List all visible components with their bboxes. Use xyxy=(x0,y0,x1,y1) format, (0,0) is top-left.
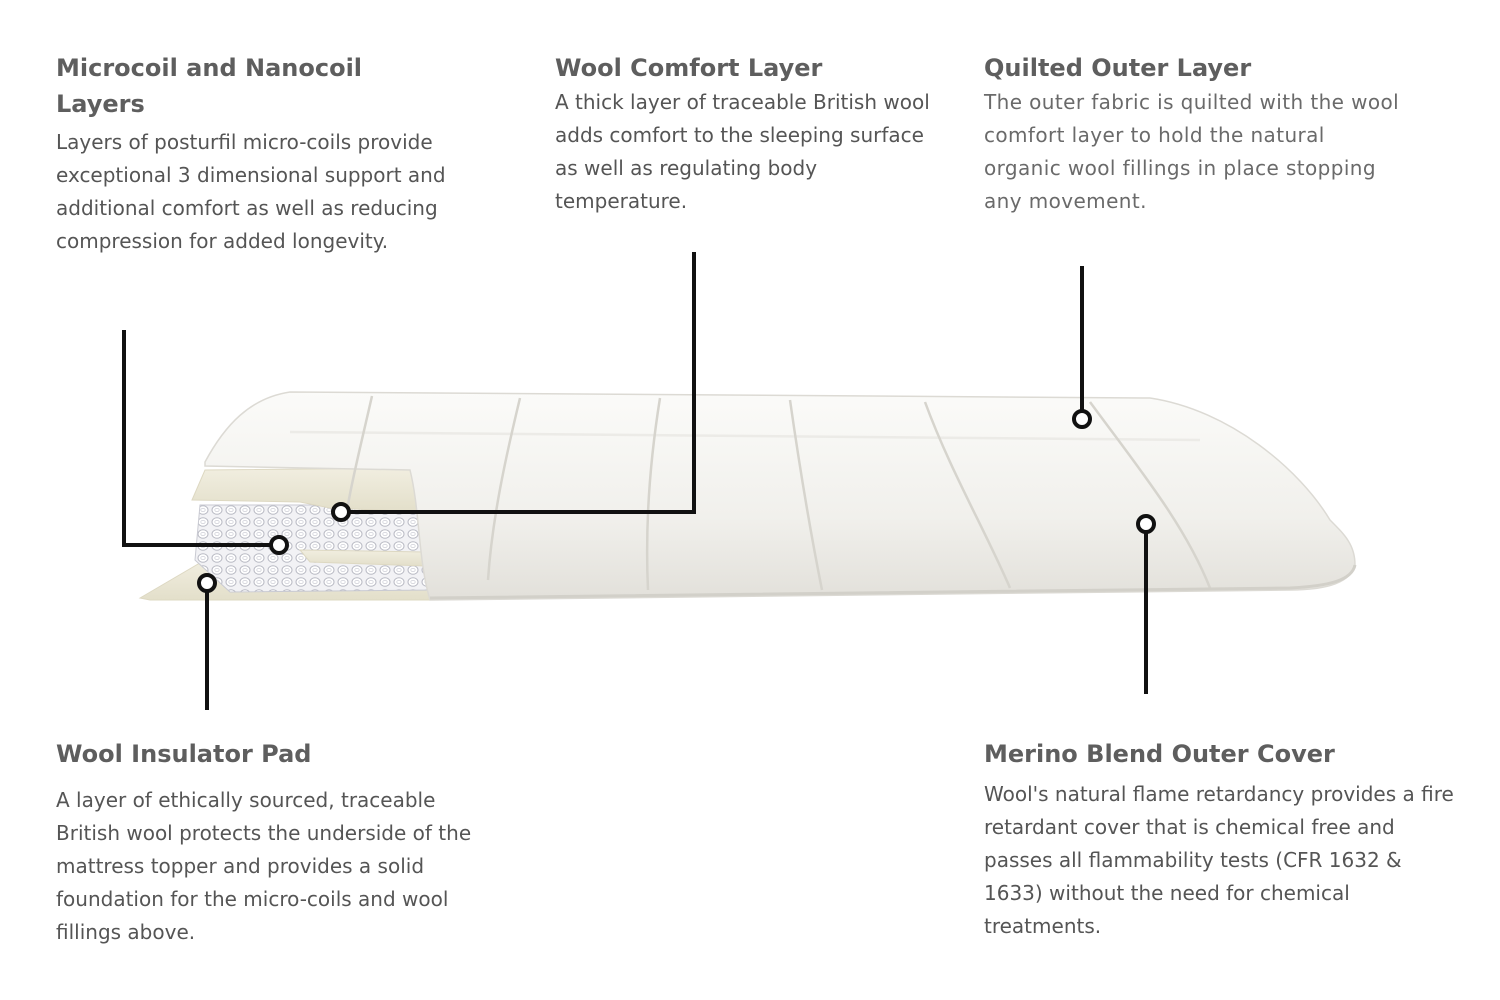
topper-piping-edge xyxy=(429,564,1357,600)
microcoil-layer xyxy=(194,504,433,593)
callout-title: Microcoil and Nanocoil Layers xyxy=(56,54,363,118)
leader-line-wool-comfort xyxy=(347,252,696,514)
callout-description: A layer of ethically sourced, traceable … xyxy=(56,788,472,944)
callout-title: Merino Blend Outer Cover xyxy=(984,740,1335,768)
callout-description: Wool's natural flame retardancy provides… xyxy=(984,782,1454,938)
marker-wool-insulator xyxy=(197,573,217,593)
callout-wool-insulator: Wool Insulator Pad A layer of ethically … xyxy=(56,736,496,949)
marker-merino-cover xyxy=(1136,514,1156,534)
callout-title: Wool Insulator Pad xyxy=(56,740,312,768)
marker-microcoil xyxy=(269,535,289,555)
callout-description: Layers of posturfil micro-coils provide … xyxy=(56,130,446,253)
leader-lines xyxy=(122,252,1148,710)
leader-line-microcoil xyxy=(122,330,273,547)
callout-microcoil: Microcoil and Nanocoil Layers Layers of … xyxy=(56,50,486,258)
marker-wool-comfort xyxy=(331,502,351,522)
callout-quilted-outer: Quilted Outer Layer The outer fabric is … xyxy=(984,50,1424,218)
callout-merino-cover: Merino Blend Outer Cover Wool's natural … xyxy=(984,736,1454,943)
quilted-topper-body xyxy=(204,391,1356,601)
callout-description: The outer fabric is quilted with the woo… xyxy=(984,90,1400,213)
callout-title: Wool Comfort Layer xyxy=(555,54,823,82)
callout-wool-comfort: Wool Comfort Layer A thick layer of trac… xyxy=(555,50,935,218)
marker-quilted-outer xyxy=(1072,409,1092,429)
callout-title: Quilted Outer Layer xyxy=(984,54,1252,82)
callout-description: A thick layer of traceable British wool … xyxy=(555,90,930,213)
quilting-seams xyxy=(289,395,1212,591)
